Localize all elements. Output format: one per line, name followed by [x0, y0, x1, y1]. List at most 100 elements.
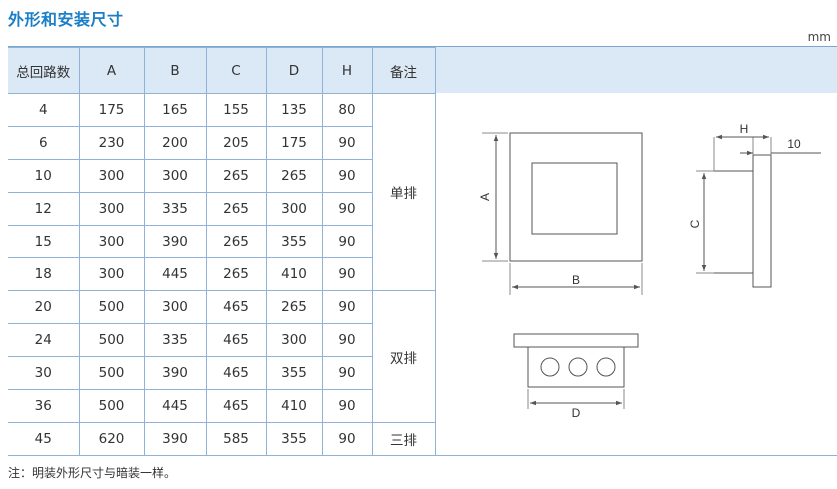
- table-cell: 12: [8, 191, 80, 226]
- bottom-body: [527, 346, 625, 388]
- remark-cell: 单排: [371, 92, 436, 292]
- table-cell: 390: [143, 224, 207, 259]
- dim-c-label: C: [688, 219, 702, 228]
- col-header-d: D: [265, 47, 323, 94]
- bottom-cover: [513, 333, 639, 348]
- front-window: [531, 162, 618, 235]
- page-title: 外形和安装尺寸: [8, 10, 124, 29]
- table-cell: 20: [8, 290, 80, 325]
- table-cell: 30: [8, 356, 80, 391]
- dimension-table: 总回路数 A B C D H 备注 4 175 165 155 135 80 单…: [8, 47, 436, 456]
- table-cell: 200: [143, 125, 207, 160]
- table-cell: 585: [205, 421, 267, 456]
- col-header-b: B: [143, 47, 207, 94]
- table-cell: 500: [78, 290, 145, 325]
- table-cell: 390: [143, 421, 207, 456]
- table-row: 18 300 445 265 410 90: [8, 257, 435, 292]
- table-cell: 265: [205, 224, 267, 259]
- table-cell: 620: [78, 421, 145, 456]
- table-cell: 265: [265, 290, 323, 325]
- table-cell: 265: [205, 257, 267, 292]
- table-cell: 355: [265, 421, 323, 456]
- col-header-circuits: 总回路数: [8, 47, 80, 94]
- table-cell: 90: [321, 158, 373, 193]
- knockout-hole: [568, 357, 588, 377]
- table-row: 24 500 335 465 300 90: [8, 323, 435, 358]
- table-cell: 265: [205, 191, 267, 226]
- front-panel: [509, 132, 643, 262]
- table-cell: 300: [265, 191, 323, 226]
- table-cell: 230: [78, 125, 145, 160]
- table-cell: 300: [78, 191, 145, 226]
- remark-cell: 双排: [371, 290, 436, 423]
- table-cell: 335: [143, 323, 207, 358]
- table-row: 6 230 200 205 175 90: [8, 125, 435, 160]
- table-header-row: 总回路数 A B C D H 备注: [8, 47, 436, 94]
- table-cell: 265: [205, 158, 267, 193]
- table-cell: 18: [8, 257, 80, 292]
- table-cell: 465: [205, 323, 267, 358]
- table-cell: 90: [321, 290, 373, 325]
- table-cell: 300: [78, 158, 145, 193]
- table-row: 10 300 300 265 265 90: [8, 158, 435, 193]
- table-cell: 155: [205, 93, 267, 127]
- table-cell: 10: [8, 158, 80, 193]
- table-cell: 465: [205, 356, 267, 391]
- col-header-c: C: [205, 47, 267, 94]
- title-rule: [8, 46, 837, 47]
- table-cell: 300: [78, 257, 145, 292]
- table-row: 20 500 300 465 265 90 双排: [8, 290, 436, 423]
- header-divider: [435, 47, 436, 93]
- table-cell: 445: [143, 257, 207, 292]
- table-row: 12 300 335 265 300 90: [8, 191, 435, 226]
- table-cell: 410: [265, 257, 323, 292]
- table-cell: 465: [205, 389, 267, 423]
- table-row: 36 500 445 465 410 90: [8, 389, 435, 423]
- unit-label: mm: [807, 30, 831, 44]
- table-cell: 90: [321, 389, 373, 423]
- table-cell: 355: [265, 224, 323, 259]
- table-cell: 90: [321, 191, 373, 226]
- table-cell: 300: [143, 158, 207, 193]
- side-mount-plate: [752, 154, 772, 288]
- table-cell: 165: [143, 93, 207, 127]
- table-cell: 300: [143, 290, 207, 325]
- knockout-hole: [596, 357, 616, 377]
- table-row: 15 300 390 265 355 90: [8, 224, 435, 259]
- table-cell: 90: [321, 224, 373, 259]
- footnote: 注：明装外形尺寸与暗装一样。: [8, 466, 177, 480]
- table-cell: 205: [205, 125, 267, 160]
- table-bottom-rule: [8, 455, 837, 456]
- table-cell: 390: [143, 356, 207, 391]
- remark-cell: 三排: [371, 421, 436, 456]
- dimension-drawings: A B H 10 C D: [478, 122, 821, 420]
- table-cell: 90: [321, 421, 373, 456]
- table-cell: 6: [8, 125, 80, 160]
- table-cell: 300: [78, 224, 145, 259]
- table-cell: 410: [265, 389, 323, 423]
- table-cell: 45: [8, 421, 80, 456]
- table-cell: 300: [265, 323, 323, 358]
- dim-d-label: D: [572, 406, 581, 420]
- table-cell: 500: [78, 323, 145, 358]
- table-cell: 355: [265, 356, 323, 391]
- front-view: [482, 132, 643, 295]
- dim-b-label: B: [572, 273, 580, 287]
- dim-h-label: H: [740, 122, 749, 136]
- table-cell: 90: [321, 356, 373, 391]
- table-cell: 175: [265, 125, 323, 160]
- table-cell: 135: [265, 93, 323, 127]
- table-cell: 500: [78, 389, 145, 423]
- table-cell: 445: [143, 389, 207, 423]
- dim-a-label: A: [478, 193, 492, 201]
- col-header-a: A: [78, 47, 145, 94]
- dim-10-label: 10: [787, 137, 801, 151]
- table-cell: 36: [8, 389, 80, 423]
- table-cell: 175: [78, 93, 145, 127]
- table-cell: 4: [8, 93, 80, 127]
- table-row: 4 175 165 155 135 80 单排: [8, 92, 436, 292]
- side-view: [696, 134, 821, 288]
- table-cell: 90: [321, 323, 373, 358]
- col-header-remark: 备注: [371, 47, 436, 94]
- table-cell: 80: [321, 93, 373, 127]
